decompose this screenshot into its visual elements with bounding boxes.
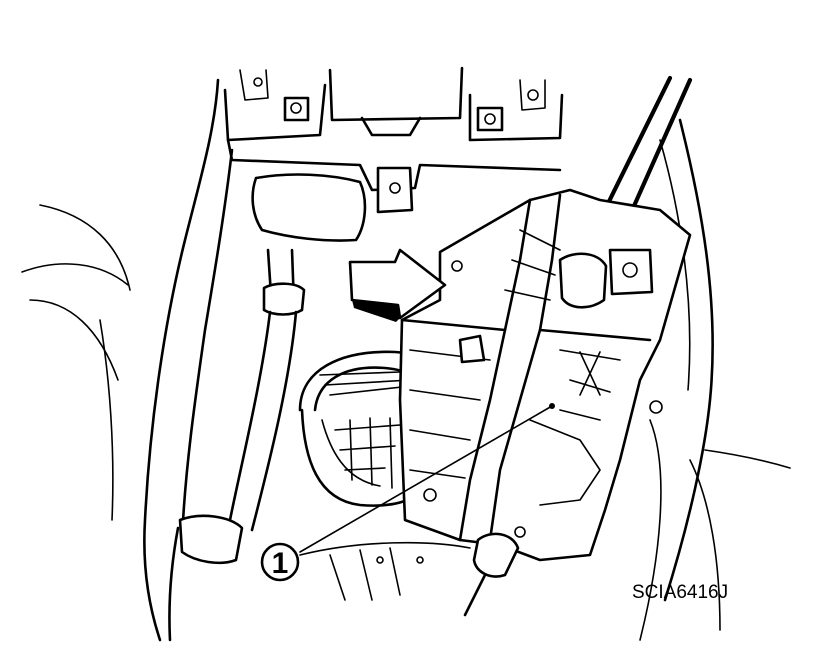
figure-reference-code: SCIA6416J [632, 582, 728, 603]
dash-lower-bracket [223, 66, 564, 214]
side-tray [251, 173, 367, 242]
callout-1: 1 [260, 542, 300, 582]
left-body-contours [21, 204, 131, 521]
callout-1-leader [299, 403, 555, 553]
hoses [168, 248, 306, 642]
console-tunnel [143, 78, 714, 642]
callout-1-label: 1 [272, 547, 289, 580]
floor-grille [299, 541, 471, 601]
right-body-contours [639, 419, 791, 641]
console-bracket-assembly [398, 188, 692, 617]
removal-direction-arrow [348, 248, 447, 322]
